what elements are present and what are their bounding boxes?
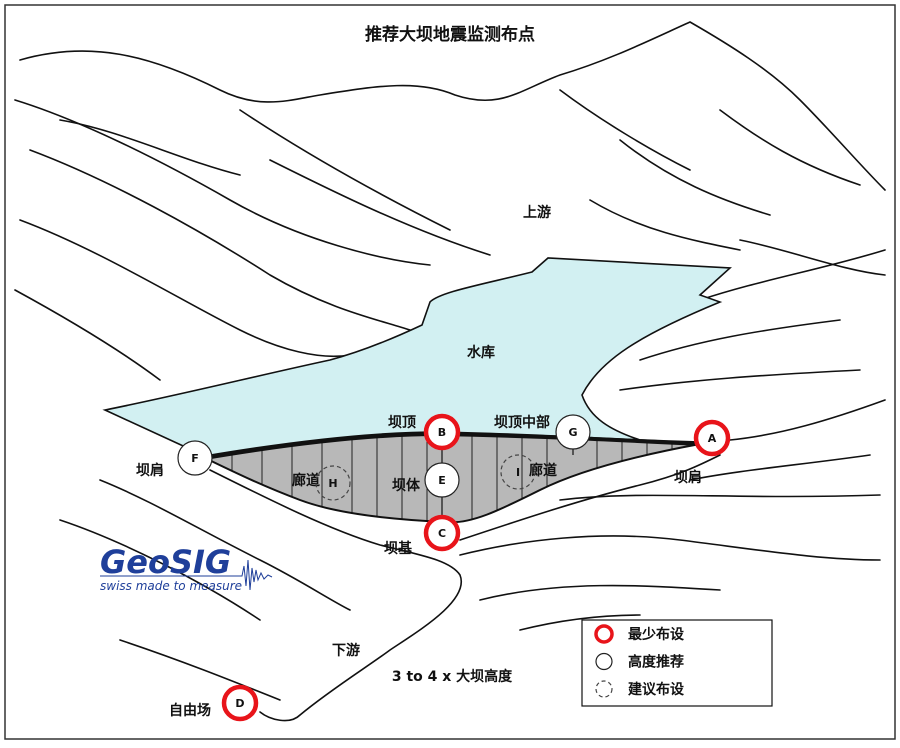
marker-label: C <box>438 527 446 540</box>
legend-symbol-minimum <box>594 624 614 644</box>
marker-a: A <box>693 419 731 457</box>
marker-f: F <box>177 440 213 476</box>
legend-label: 高度推荐 <box>628 654 684 671</box>
marker-label: I <box>516 466 520 479</box>
legend-symbol-suggested <box>595 680 613 698</box>
marker-g: G <box>555 414 591 450</box>
legend-label: 建议布设 <box>628 681 685 698</box>
sensor-markers: A B C D E F G H I <box>177 413 731 722</box>
svg-text:swiss made to measure: swiss made to measure <box>100 579 242 593</box>
label-abutment-right: 坝肩 <box>674 469 702 486</box>
legend-label: 最少布设 <box>628 626 685 643</box>
marker-e: E <box>424 462 460 498</box>
marker-circle <box>177 440 213 476</box>
marker-h: H <box>315 465 351 501</box>
marker-d: D <box>221 684 259 722</box>
svg-text:GeoSIG: GeoSIG <box>100 543 231 581</box>
marker-b: B <box>423 413 461 451</box>
label-gallery-right: 廊道 <box>529 462 557 479</box>
marker-label: F <box>191 452 199 465</box>
label-downstream: 下游 <box>332 642 360 659</box>
marker-i: I <box>500 454 536 490</box>
marker-label: B <box>438 426 446 439</box>
marker-circle <box>221 684 259 722</box>
label-free-field: 自由场 <box>169 702 211 719</box>
label-upstream: 上游 <box>523 204 551 221</box>
marker-label: G <box>568 426 577 439</box>
marker-label: H <box>328 477 337 490</box>
label-gallery-left: 廊道 <box>292 472 320 489</box>
marker-label: E <box>438 474 446 487</box>
marker-label: A <box>708 432 717 445</box>
diagram-title: 推荐大坝地震监测布点 <box>365 24 535 45</box>
marker-circle <box>423 413 461 451</box>
marker-circle <box>693 419 731 457</box>
marker-circle <box>423 514 461 552</box>
label-dam-body: 坝体 <box>392 477 421 494</box>
marker-circle <box>424 462 460 498</box>
label-dam-crest: 坝顶 <box>388 415 416 431</box>
geosig-logo: GeoSIG swiss made to measure <box>100 543 273 593</box>
mountain-lines <box>14 21 886 722</box>
marker-circle <box>555 414 591 450</box>
marker-circle <box>500 454 536 490</box>
legend-symbol-recommended <box>595 652 613 671</box>
label-dam-foundation: 坝基 <box>384 540 413 557</box>
labels: 上游 水库 坝顶 坝顶中部 坝肩 坝肩 廊道 廊道 坝体 坝基 下游 3 to … <box>136 204 702 719</box>
label-dam-crest-middle: 坝顶中部 <box>494 414 550 431</box>
marker-c: C <box>423 514 461 552</box>
marker-circle <box>315 465 351 501</box>
label-abutment-left: 坝肩 <box>136 462 164 479</box>
label-reservoir: 水库 <box>467 344 495 361</box>
label-distance: 3 to 4 x 大坝高度 <box>392 668 513 685</box>
marker-label: D <box>235 697 244 710</box>
